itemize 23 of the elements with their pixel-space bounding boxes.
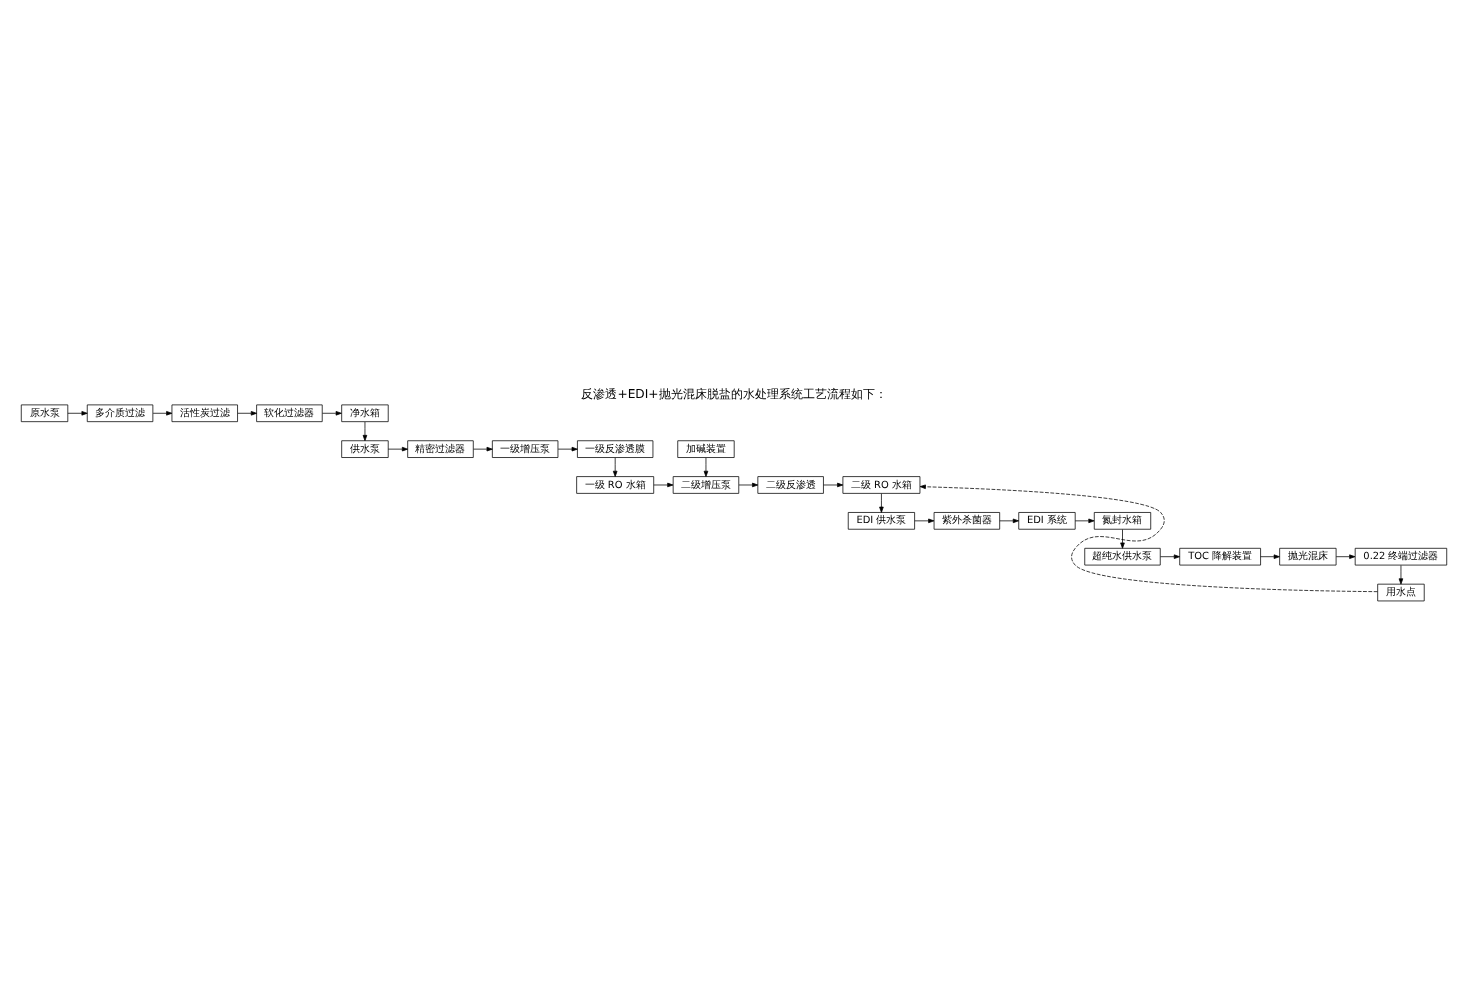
arrow bbox=[1120, 528, 1125, 548]
arrow bbox=[322, 410, 342, 415]
arrow bbox=[612, 456, 618, 476]
arrow bbox=[1160, 553, 1180, 558]
arrow bbox=[387, 445, 408, 451]
arrow bbox=[919, 483, 1378, 592]
arrow bbox=[362, 420, 368, 441]
arrow bbox=[473, 445, 493, 451]
arrow bbox=[1335, 553, 1356, 558]
arrow bbox=[653, 481, 674, 487]
arrow bbox=[1074, 517, 1095, 523]
arrow bbox=[999, 517, 1019, 523]
arrow bbox=[703, 456, 709, 476]
arrow bbox=[67, 410, 88, 415]
arrow bbox=[823, 481, 844, 487]
arrow bbox=[738, 481, 759, 487]
arrow bbox=[1260, 553, 1280, 558]
arrow bbox=[914, 517, 935, 523]
arrow bbox=[1398, 564, 1404, 584]
arrow bbox=[152, 410, 173, 415]
arrow bbox=[879, 492, 884, 512]
arrow bbox=[237, 410, 257, 415]
arrow bbox=[557, 445, 578, 451]
